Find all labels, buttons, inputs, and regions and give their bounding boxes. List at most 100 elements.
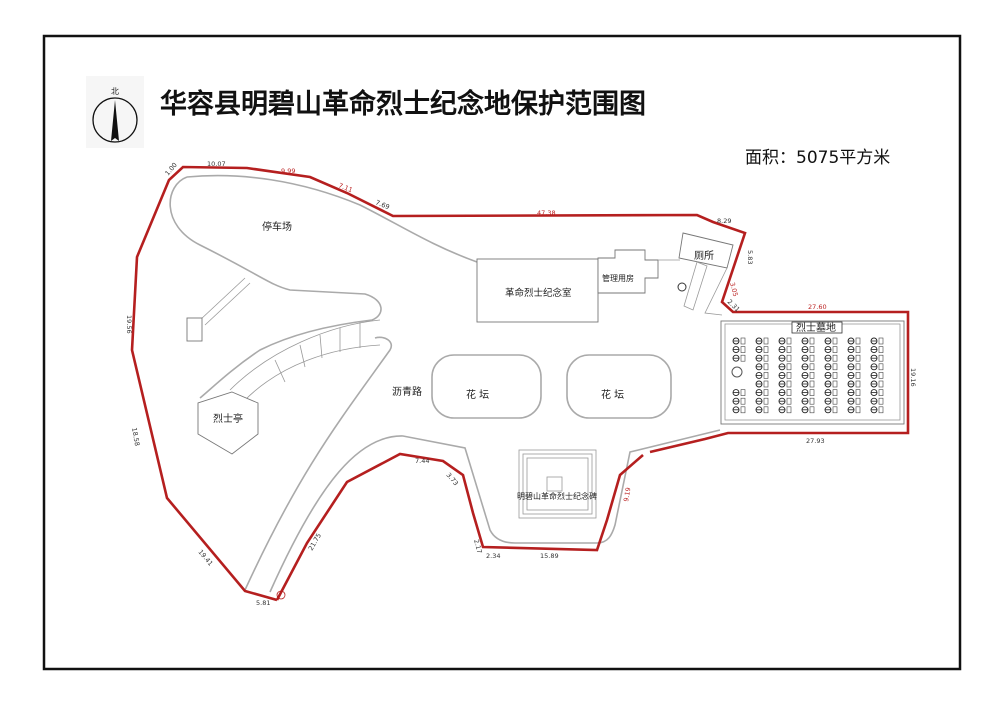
memorial-hall <box>476 258 599 323</box>
flower-bed-1-label: 花 坛 <box>466 388 489 401</box>
svg-text:2.17: 2.17 <box>472 538 483 554</box>
grave-marker <box>824 337 838 345</box>
management-label: 管理用房 <box>602 273 634 283</box>
cemetery: 烈士墓地 <box>720 320 905 425</box>
grave-marker <box>801 346 815 354</box>
svg-text:10.07: 10.07 <box>207 160 226 168</box>
grave-marker <box>732 337 746 345</box>
grave-marker <box>755 354 769 362</box>
area-text: 面积：5075平方米 <box>745 148 890 168</box>
grave-marker <box>755 346 769 354</box>
management-building <box>597 249 659 294</box>
svg-text:18.58: 18.58 <box>130 427 141 447</box>
pavilion-label: 烈士亭 <box>213 412 243 425</box>
grave-marker <box>870 337 884 345</box>
grave-marker <box>778 371 792 379</box>
grave-marker <box>870 346 884 354</box>
grave-marker <box>732 397 746 405</box>
grave-marker <box>778 389 792 397</box>
svg-text:2.34: 2.34 <box>486 552 500 560</box>
grave-marker <box>801 380 815 388</box>
parking-outline <box>169 176 382 399</box>
svg-text:3.73: 3.73 <box>444 471 459 487</box>
grave-marker <box>778 406 792 414</box>
memorial-hall-label: 革命烈士纪念室 <box>505 287 572 299</box>
parking-label: 停车场 <box>262 220 292 233</box>
svg-text:8.29: 8.29 <box>717 217 731 225</box>
grave-marker <box>870 406 884 414</box>
flower-bed-2 <box>566 354 672 419</box>
protection-boundary-east <box>130 165 910 602</box>
grave-marker <box>778 397 792 405</box>
cemetery-center-marker <box>731 366 743 378</box>
grave-marker <box>847 397 861 405</box>
grave-marker <box>801 337 815 345</box>
grave-marker <box>755 371 769 379</box>
grave-marker <box>870 363 884 371</box>
grave-marker <box>847 389 861 397</box>
grave-marker <box>801 354 815 362</box>
path-steps <box>229 319 381 401</box>
svg-text:5.83: 5.83 <box>746 250 754 264</box>
grave-marker <box>824 346 838 354</box>
grave-marker <box>732 406 746 414</box>
grave-marker <box>824 389 838 397</box>
svg-text:5.81: 5.81 <box>256 599 270 607</box>
flower-bed-1 <box>431 354 542 419</box>
grave-marker <box>824 397 838 405</box>
map-title: 华容县明碧山革命烈士纪念地保护范围图 <box>160 88 646 120</box>
grave-marker <box>847 354 861 362</box>
grave-marker <box>732 354 746 362</box>
toilet-stairs <box>683 261 708 311</box>
svg-text:1.00: 1.00 <box>163 161 178 177</box>
svg-text:27.93: 27.93 <box>806 437 825 445</box>
svg-text:19.56: 19.56 <box>125 315 133 334</box>
grave-marker <box>847 380 861 388</box>
grave-marker <box>870 371 884 379</box>
grave-marker <box>755 363 769 371</box>
grave-marker <box>824 406 838 414</box>
grave-marker <box>778 363 792 371</box>
grave-marker <box>847 371 861 379</box>
svg-text:7.44: 7.44 <box>415 457 429 465</box>
monument-label: 明碧山革命烈士纪念碑 <box>517 491 597 501</box>
cemetery-label: 烈士墓地 <box>796 321 836 334</box>
grave-marker <box>801 406 815 414</box>
grave-marker <box>824 380 838 388</box>
north-arrow-icon: 北 <box>86 76 144 148</box>
svg-text:9.99: 9.99 <box>281 167 295 175</box>
grave-marker <box>870 380 884 388</box>
toilet-label: 厕所 <box>694 250 714 262</box>
grave-marker <box>732 346 746 354</box>
grave-marker <box>870 354 884 362</box>
grave-marker <box>755 397 769 405</box>
grave-marker <box>801 363 815 371</box>
road-label: 沥青路 <box>392 385 422 398</box>
svg-text:47.38: 47.38 <box>537 209 556 217</box>
grave-marker <box>755 337 769 345</box>
monument: 明碧山革命烈士纪念碑 <box>517 449 597 519</box>
north-edge-outline <box>186 174 478 263</box>
grave-marker <box>755 389 769 397</box>
grave-marker <box>801 397 815 405</box>
grave-marker <box>755 380 769 388</box>
svg-text:27.60: 27.60 <box>808 303 827 311</box>
grave-marker <box>778 354 792 362</box>
grave-marker <box>847 346 861 354</box>
survey-point-icon <box>276 590 286 600</box>
grave-marker <box>824 354 838 362</box>
north-label: 北 <box>111 87 119 96</box>
pavilion <box>197 391 259 455</box>
grave-marker <box>824 363 838 371</box>
road-west-edge <box>244 336 393 591</box>
grave-marker <box>847 337 861 345</box>
grave-marker <box>778 380 792 388</box>
grave-marker <box>801 371 815 379</box>
grave-marker <box>801 389 815 397</box>
grave-marker <box>870 397 884 405</box>
grave-marker <box>870 389 884 397</box>
grave-marker <box>824 371 838 379</box>
grave-marker <box>732 389 746 397</box>
grave-marker <box>755 406 769 414</box>
